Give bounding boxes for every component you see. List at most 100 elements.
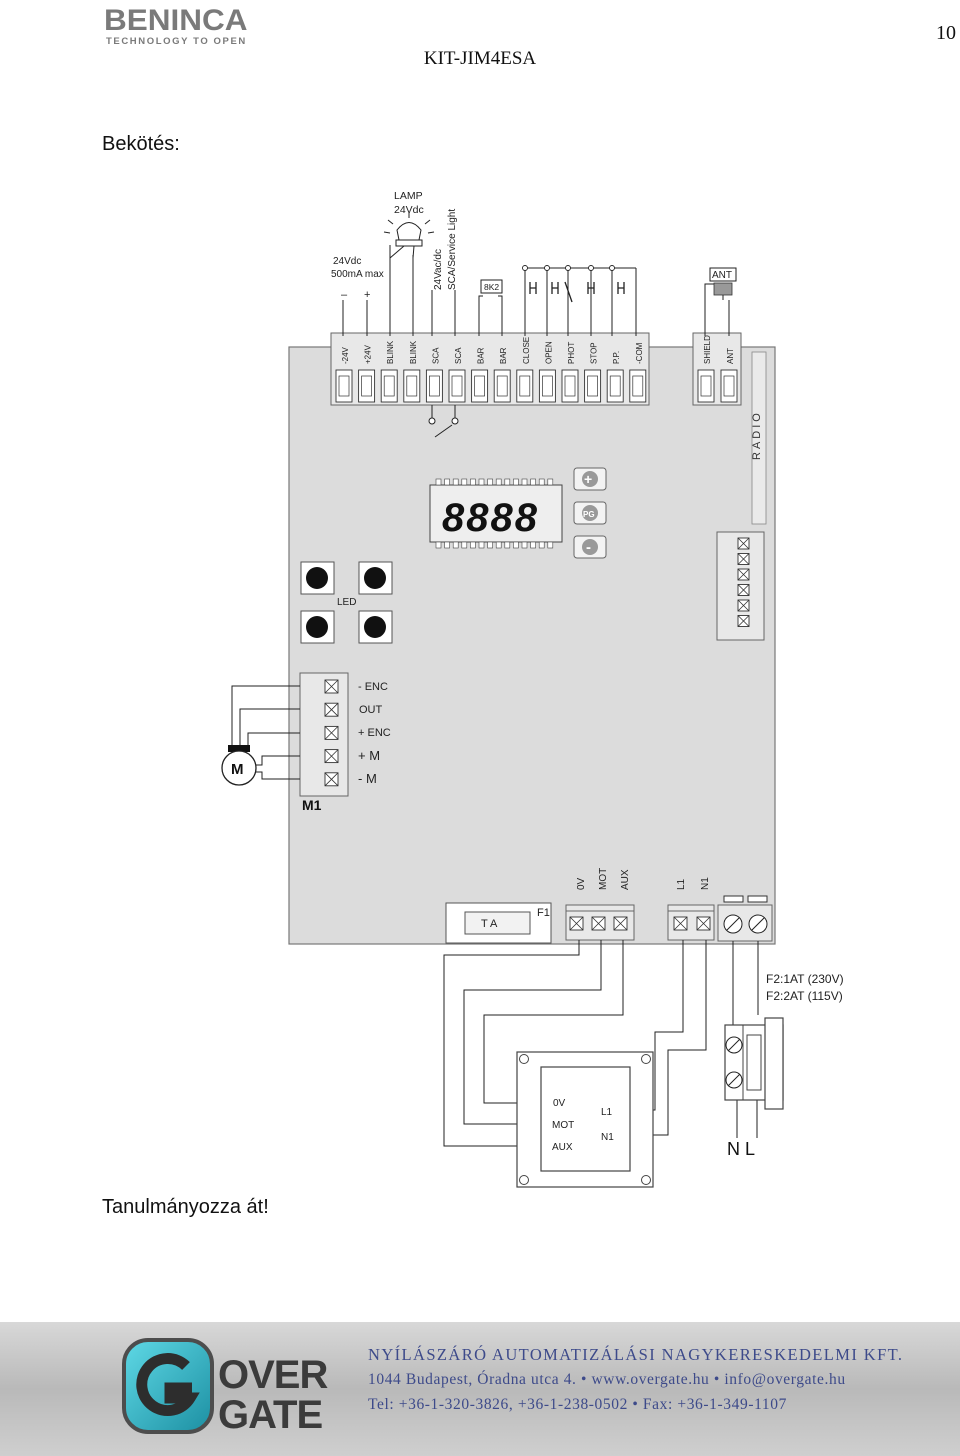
wiring-diagram: RADIO -24V +24V BLINK BLINK SCA SCA BAR BAR CLOS… (221, 190, 844, 1188)
motor-terminal-block: - ENC OUT + ENC + M - M (299, 672, 391, 797)
svg-text:8888: 8888 (442, 496, 539, 540)
svg-text:BLINK: BLINK (386, 340, 395, 364)
svg-text:SCA: SCA (431, 347, 440, 364)
radio-connector (716, 531, 765, 641)
svg-text:T A: T A (481, 918, 498, 930)
svg-text:SHIELD: SHIELD (703, 335, 712, 364)
svg-text:BAR: BAR (499, 347, 508, 364)
section-heading: Bekötés: (102, 133, 180, 155)
mains-board-terminal (717, 895, 773, 942)
lamp-icon (383, 212, 435, 259)
sca-switch (428, 405, 459, 438)
top-terminal-block: -24V +24V BLINK BLINK SCA SCA BAR BAR CLOSE OPEN P… (330, 332, 650, 406)
footer-phone: Tel: +36-1-320-3826, +36-1-238-0502 • Fa… (368, 1396, 787, 1413)
ant-terminal-1: ANT (720, 348, 738, 403)
mains-label: N L (727, 1139, 755, 1159)
svg-text:MOT: MOT (598, 868, 609, 890)
svg-text:PHOT: PHOT (567, 342, 576, 364)
terminal-6: BAR (471, 347, 489, 403)
fuse-holder-f2 (724, 1017, 784, 1110)
svg-text:ANT: ANT (712, 270, 732, 281)
fuse-f1: T A F1 (445, 902, 552, 944)
svg-text:STOP: STOP (590, 342, 599, 364)
svg-text:8K2: 8K2 (484, 282, 499, 292)
svg-text:BAR: BAR (477, 347, 486, 364)
terminal-10: PHOT (561, 342, 579, 403)
svg-text:+: + (364, 289, 370, 301)
terminal-11: STOP (584, 342, 602, 403)
antenna-box (709, 267, 737, 282)
svg-text:GATE: GATE (218, 1393, 322, 1437)
beninca-logo: BENINCA TECHNOLOGY TO OPEN (104, 4, 264, 48)
terminal-1: +24V (358, 344, 376, 403)
terminal-9: OPEN (538, 341, 556, 403)
footer-banner: OVER GATE NYÍLÁSZÁRÓ AUTOMATIZÁLÁSI NAGY… (0, 1322, 960, 1456)
motor-icon (221, 750, 257, 786)
terminal-2: BLINK (380, 340, 398, 403)
terminal-7: BAR (493, 347, 511, 403)
svg-text:CLOSE: CLOSE (522, 337, 531, 364)
svg-text:MOT: MOT (552, 1120, 574, 1131)
footer-company: NYÍLÁSZÁRÓ AUTOMATIZÁLÁSI NAGYKERESKEDEL… (368, 1345, 904, 1364)
input-contacts (529, 281, 625, 303)
page-number: 10 (936, 22, 956, 44)
control-board (288, 346, 776, 945)
svg-text:0V: 0V (553, 1098, 566, 1109)
svg-text:LAMP: LAMP (394, 190, 423, 202)
terminal-12: P.P. (606, 351, 624, 403)
svg-text:N1: N1 (601, 1132, 614, 1143)
svg-text:+ M: + M (358, 748, 380, 763)
terminal-4: SCA (425, 347, 443, 403)
closing-note: Tanulmányozza át! (102, 1196, 269, 1218)
svg-text:24Vdc: 24Vdc (333, 256, 361, 267)
svg-text:24Vdc: 24Vdc (394, 204, 424, 216)
terminal-8: CLOSE (516, 337, 534, 403)
svg-text:- ENC: - ENC (358, 681, 388, 693)
terminal-5: SCA (448, 347, 466, 403)
svg-text:M: M (231, 761, 244, 778)
svg-text:-: - (586, 539, 591, 556)
overgate-logo-text: OVER (218, 1353, 328, 1397)
svg-text:AUX: AUX (552, 1142, 573, 1153)
svg-text:+ ENC: + ENC (358, 727, 391, 739)
overgate-logo: OVER GATE (122, 1338, 329, 1437)
svg-text:- M: - M (358, 771, 377, 786)
radio-slot (751, 351, 767, 525)
beninca-logo-tagline: TECHNOLOGY TO OPEN (106, 36, 247, 47)
svg-text:M1: M1 (302, 797, 322, 813)
footer-contact: NYÍLÁSZÁRÓ AUTOMATIZÁLÁSI NAGYKERESKEDEL… (368, 1342, 903, 1417)
svg-text:SCA: SCA (454, 347, 463, 364)
svg-text:L1: L1 (601, 1107, 613, 1118)
footer-address: 1044 Budapest, Óradna utca 4. • www.over… (368, 1371, 846, 1388)
svg-text:ANT: ANT (726, 348, 735, 364)
document-title: KIT-JIM4ESA (423, 48, 537, 69)
svg-text:AUX: AUX (620, 869, 631, 890)
svg-text:F2:2AT (115V): F2:2AT (115V) (766, 989, 843, 1003)
svg-text:0V: 0V (576, 877, 587, 890)
svg-text:24Vac/dc: 24Vac/dc (433, 249, 444, 290)
led-group (300, 561, 393, 644)
board-buttons: + PG - (573, 467, 607, 559)
svg-text:P.P.: P.P. (612, 351, 621, 364)
svg-text:L1: L1 (676, 878, 687, 890)
svg-text:F2:1AT (230V): F2:1AT (230V) (766, 972, 844, 986)
antenna-terminal-block: SHIELD ANT (692, 332, 742, 406)
svg-text:OUT: OUT (359, 704, 383, 716)
svg-text:LED: LED (337, 597, 356, 608)
radio-label: RADIO (751, 410, 763, 460)
svg-text:SCA/Service Light: SCA/Service Light (447, 209, 458, 290)
svg-text:+24V: +24V (364, 344, 373, 364)
svg-text:500mA max: 500mA max (331, 269, 384, 280)
resistor-8k2 (480, 279, 503, 294)
ant-terminal-0: SHIELD (697, 335, 715, 403)
svg-text:OPEN: OPEN (544, 341, 553, 364)
svg-text:BLINK: BLINK (409, 340, 418, 364)
svg-text:F1: F1 (537, 907, 550, 919)
beninca-logo-word: BENINCA (104, 4, 248, 37)
antenna-connector (713, 282, 733, 296)
terminal-3: BLINK (403, 340, 421, 403)
svg-text:+: + (584, 471, 592, 487)
transformer: 0V MOT AUX L1 N1 (516, 1051, 654, 1188)
terminal-0: -24V (335, 346, 353, 403)
svg-text:PG: PG (583, 510, 595, 519)
